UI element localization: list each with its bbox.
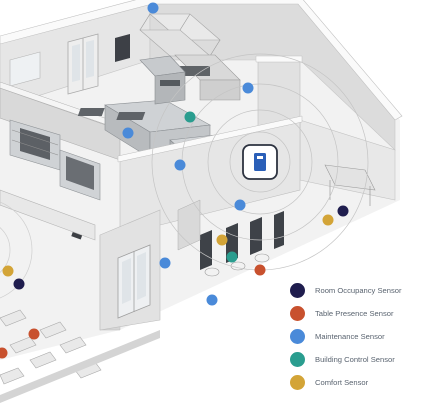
partition-wall-top: [117, 115, 303, 163]
table-presence-sensor-dot[interactable]: [254, 264, 266, 276]
comfort-sensor-dot[interactable]: [322, 214, 334, 226]
maintenance-sensor-dot[interactable]: [242, 82, 254, 94]
building-control-sensor-dot[interactable]: [184, 111, 196, 123]
building-control-sensor-icon: [290, 352, 305, 367]
building-control-sensor-dot[interactable]: [226, 251, 238, 263]
back-door: [67, 33, 99, 95]
sensor-layer: [0, 2, 349, 359]
sensor-legend: Room Occupancy Sensor Table Presence Sen…: [290, 279, 420, 394]
restroom-stalls: [177, 199, 284, 277]
legend-item-maintenance: Maintenance Sensor: [290, 325, 420, 348]
legend-item-building-control: Building Control Sensor: [290, 348, 420, 371]
legend-item-comfort: Comfort Sensor: [290, 371, 420, 394]
shelving-unit: [139, 13, 221, 57]
table-presence-sensor-dot[interactable]: [28, 328, 40, 340]
maintenance-sensor-dot[interactable]: [122, 127, 134, 139]
comfort-sensor-dot[interactable]: [216, 234, 228, 246]
legend-label: Room Occupancy Sensor: [315, 286, 402, 295]
maintenance-sensor-dot[interactable]: [159, 257, 171, 269]
wall-panel: [115, 34, 130, 62]
maintenance-sensor-icon: [290, 329, 305, 344]
wall-top-edge: [0, 0, 403, 121]
fryer-station: [139, 55, 186, 105]
floor-front-edge: [0, 330, 160, 403]
legend-label: Table Presence Sensor: [315, 309, 394, 318]
maintenance-sensor-dot[interactable]: [174, 159, 186, 171]
left-signal-waves: [0, 201, 33, 299]
legend-label: Comfort Sensor: [315, 378, 369, 387]
right-room-wall-top: [255, 55, 303, 63]
wall-window: [9, 51, 41, 87]
maintenance-sensor-dot[interactable]: [234, 199, 246, 211]
bar-counter: [0, 189, 96, 241]
comfort-sensor-icon: [290, 375, 305, 390]
room-occupancy-sensor-dot[interactable]: [13, 278, 25, 290]
room-occupancy-sensor-icon: [290, 283, 305, 298]
legend-label: Building Control Sensor: [315, 355, 395, 364]
kitchen-line-left: [9, 119, 101, 201]
maintenance-sensor-dot[interactable]: [206, 294, 218, 306]
legend-item-room-occupancy: Room Occupancy Sensor: [290, 279, 420, 302]
table-presence-sensor-icon: [290, 306, 305, 321]
legend-item-table-presence: Table Presence Sensor: [290, 302, 420, 325]
dining-chairs: [0, 309, 102, 385]
maintenance-sensor-dot[interactable]: [147, 2, 159, 14]
table-presence-sensor-dot[interactable]: [0, 347, 8, 359]
room-occupancy-sensor-dot[interactable]: [337, 205, 349, 217]
gateway-hub-icon[interactable]: [242, 144, 278, 180]
legend-label: Maintenance Sensor: [315, 332, 385, 341]
comfort-sensor-dot[interactable]: [2, 265, 14, 277]
front-door: [117, 244, 151, 319]
